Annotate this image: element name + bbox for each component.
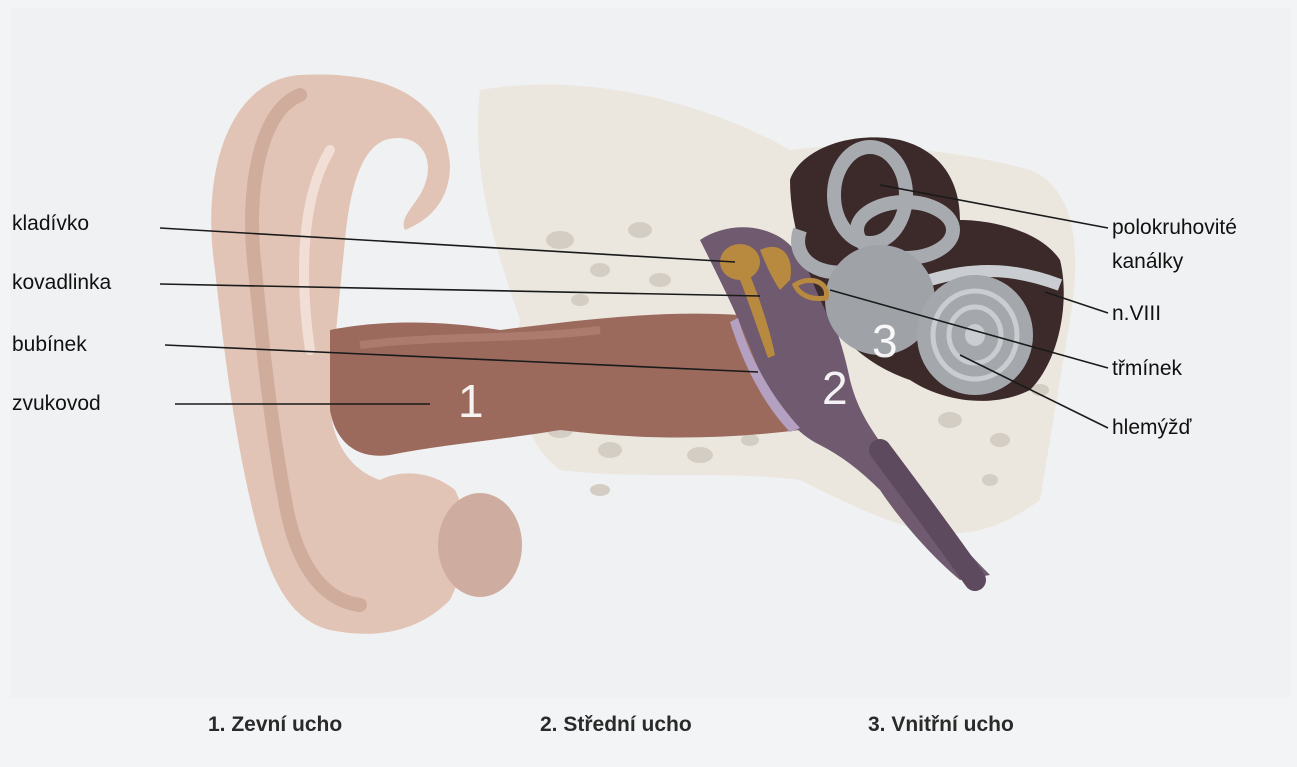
label-trminek: třmínek <box>1112 357 1182 381</box>
caption-zevni-ucho: 1. Zevní ucho <box>208 713 342 737</box>
label-nviii: n.VIII <box>1112 302 1161 326</box>
region-number-2: 2 <box>822 365 848 411</box>
label-zvukovod: zvukovod <box>12 392 101 416</box>
label-kovadlinka: kovadlinka <box>12 271 111 295</box>
region-number-1: 1 <box>458 378 484 424</box>
caption-stredni-ucho: 2. Střední ucho <box>540 713 692 737</box>
label-kanalky: kanálky <box>1112 250 1183 274</box>
region-number-3: 3 <box>872 318 898 364</box>
label-bubinek: bubínek <box>12 333 87 357</box>
label-hlemyzd: hlemýžď <box>1112 416 1191 440</box>
label-kladivko: kladívko <box>12 212 89 236</box>
caption-vnitrni-ucho: 3. Vnitřní ucho <box>868 713 1014 737</box>
earlobe-cartilage <box>438 493 522 597</box>
label-polokruhovite: polokruhovité <box>1112 216 1237 240</box>
cochlea-shape <box>917 275 1033 395</box>
